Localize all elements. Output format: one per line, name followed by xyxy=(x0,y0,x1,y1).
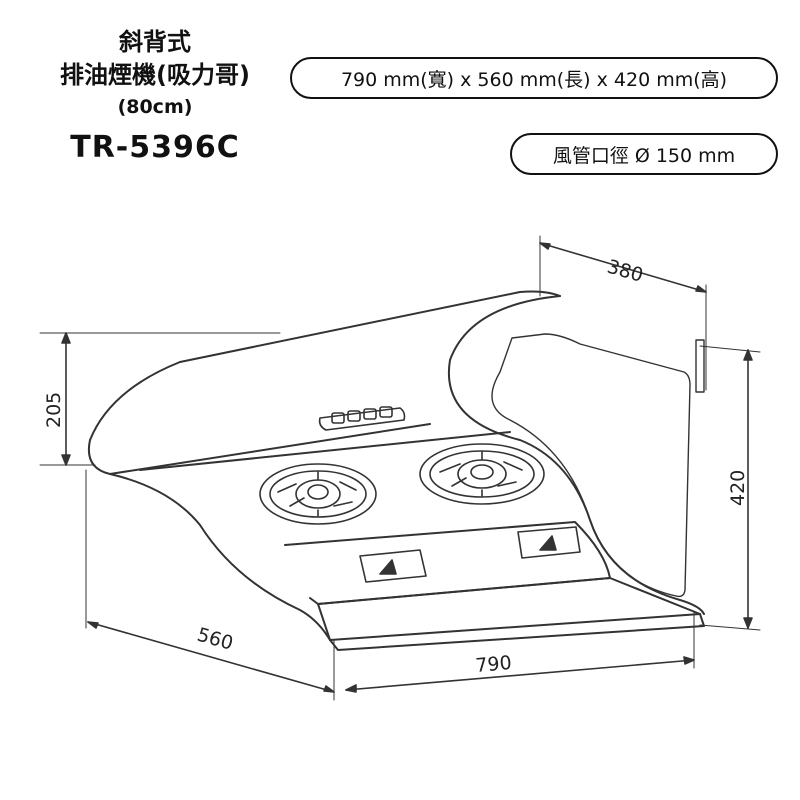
duct-diameter-spec: 風管口徑 Ø 150 mm xyxy=(510,133,778,175)
control-panel xyxy=(318,406,406,431)
dim-label-560: 560 xyxy=(195,624,236,655)
dim-label-380: 380 xyxy=(605,256,646,287)
dim-380-lines xyxy=(539,235,707,391)
dim-label-420: 420 xyxy=(727,470,749,506)
model-number: TR-5396C xyxy=(70,130,240,165)
dim-label-205: 205 xyxy=(43,392,65,428)
dimensions-spec: 790 mm(寬) x 560 mm(長) x 420 mm(高) xyxy=(290,57,778,99)
dim-560-lines xyxy=(85,469,335,701)
hood-body xyxy=(88,290,705,651)
left-light xyxy=(359,549,427,583)
dim-label-790: 790 xyxy=(475,652,513,677)
dim-205-lines xyxy=(39,332,281,466)
right-light xyxy=(517,526,581,559)
left-fan xyxy=(259,463,377,525)
dim-420-lines xyxy=(699,345,761,631)
product-name: 排油煙機(吸力哥) xyxy=(60,61,250,89)
product-size: (80cm) xyxy=(117,96,193,118)
product-type: 斜背式 xyxy=(119,28,191,56)
dim-790-lines xyxy=(345,611,695,693)
right-fan xyxy=(419,443,545,505)
product-title-block: 斜背式 排油煙機(吸力哥) (80cm) TR-5396C xyxy=(0,26,310,170)
